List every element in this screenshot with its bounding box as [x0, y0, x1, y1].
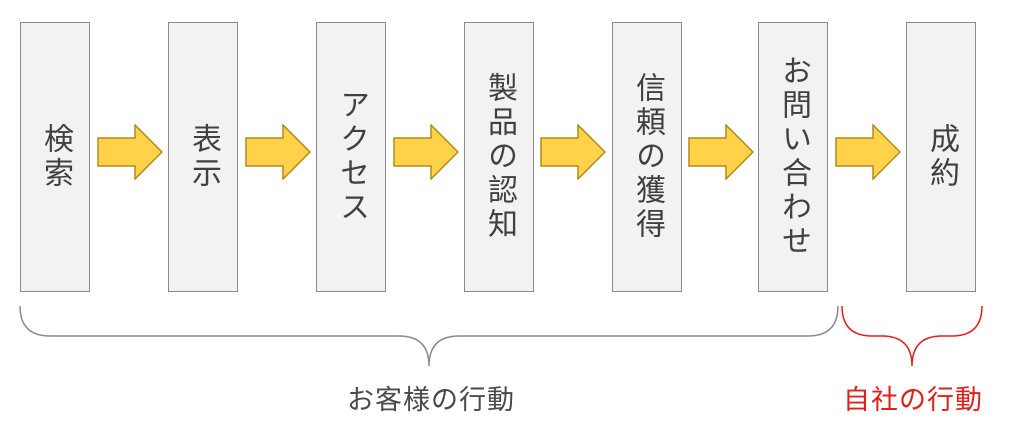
company-actions-label: 自社の行動	[843, 385, 983, 416]
step-box-contract: 成約	[906, 22, 976, 292]
step-box-display: 表示	[168, 22, 238, 292]
flow-arrow-icon	[540, 124, 606, 180]
step-box-gain-trust: 信頼の獲得	[612, 22, 682, 292]
customer-actions-label: お客様の行動	[347, 385, 515, 416]
step-label-gain-trust: 信頼の獲得	[630, 72, 665, 242]
step-label-inquiry: お問い合わせ	[776, 55, 811, 259]
flow-arrow-icon	[97, 124, 163, 180]
flow-arrow-icon	[835, 124, 901, 180]
flow-arrow-icon	[393, 124, 459, 180]
flow-arrow-icon	[688, 124, 754, 180]
step-label-display: 表示	[186, 123, 221, 191]
customer-brace	[19, 305, 839, 367]
step-box-product-awareness: 製品の認知	[464, 22, 534, 292]
step-label-access: アクセス	[334, 89, 369, 225]
flow-arrow-icon	[245, 124, 311, 180]
step-box-inquiry: お問い合わせ	[758, 22, 828, 292]
step-label-product-awareness: 製品の認知	[482, 72, 517, 242]
step-label-contract: 成約	[924, 123, 959, 191]
step-box-search: 検索	[20, 22, 90, 292]
step-label-search: 検索	[38, 123, 73, 191]
company-brace	[841, 305, 983, 367]
step-box-access: アクセス	[316, 22, 386, 292]
